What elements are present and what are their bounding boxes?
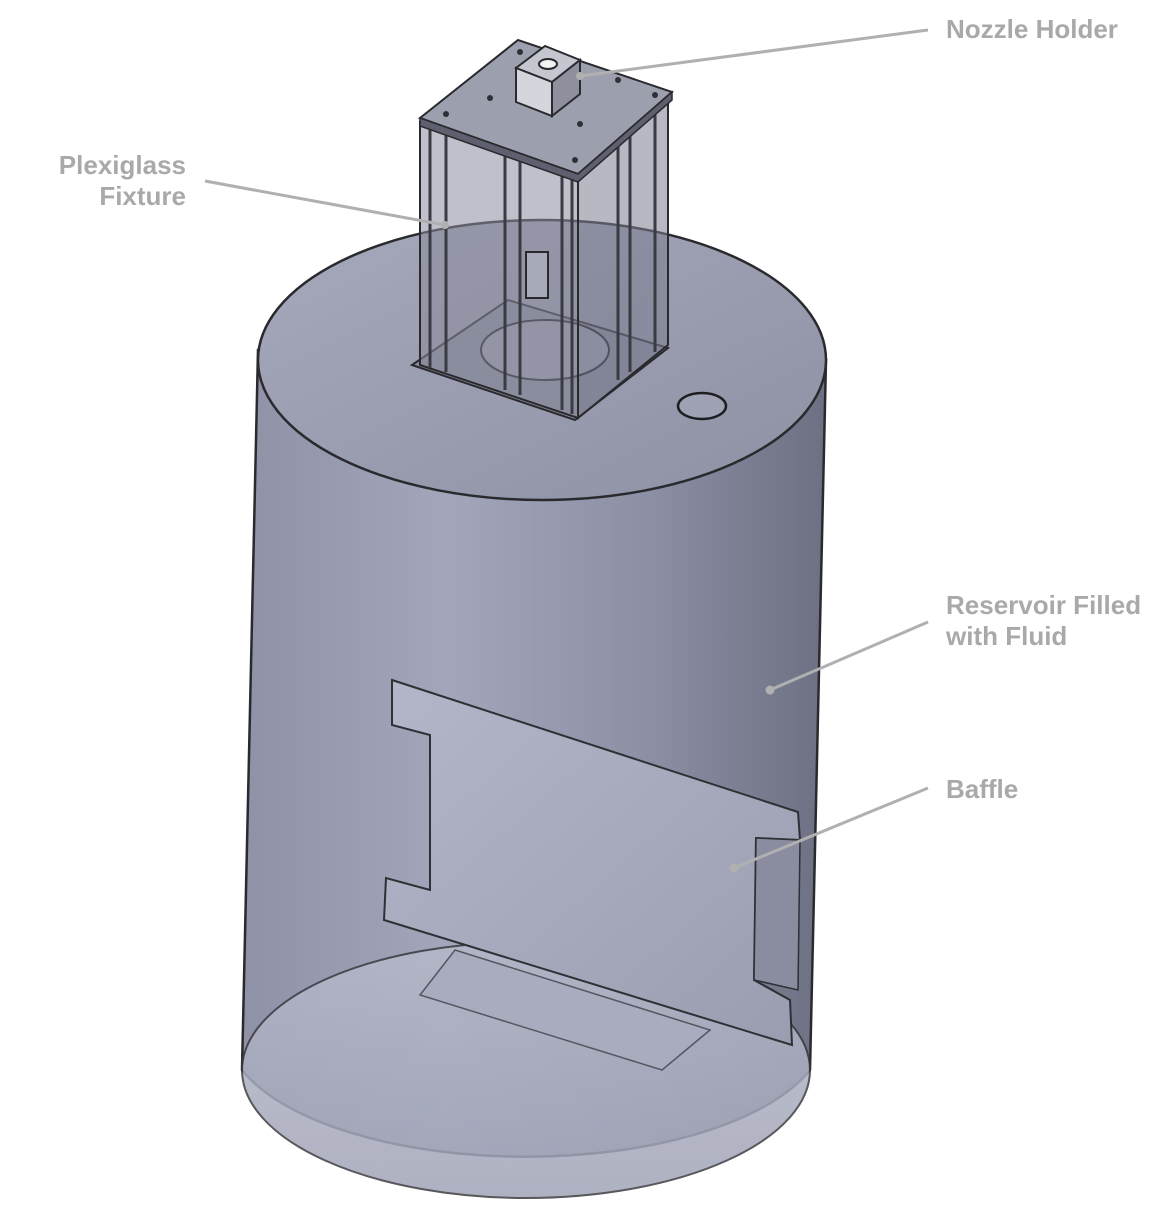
label-baffle: Baffle xyxy=(946,774,1018,805)
leader-dot-nozzle-holder xyxy=(576,72,584,80)
fixture-clamp xyxy=(525,251,549,299)
nozzle-holder xyxy=(513,44,582,119)
leader-lines xyxy=(204,28,929,873)
label-plexiglass-fixture-line-2: Fixture xyxy=(99,181,186,211)
baffle-floor-plate xyxy=(418,949,712,1071)
nozzle-holder-bore xyxy=(538,58,558,70)
fixture-rails xyxy=(428,112,657,414)
fixture-bolts xyxy=(443,49,658,163)
label-nozzle-holder-text: Nozzle Holder xyxy=(946,14,1118,44)
leader-reservoir xyxy=(769,620,929,692)
leader-dot-plexiglass-fixture xyxy=(441,221,449,229)
leader-dot-reservoir xyxy=(765,685,775,695)
label-plexiglass-fixture: Plexiglass Fixture xyxy=(30,150,186,212)
label-reservoir: Reservoir Filled with Fluid xyxy=(946,590,1141,652)
leader-baffle xyxy=(733,786,929,870)
tank-port-hole xyxy=(676,391,728,421)
baffle xyxy=(382,678,802,1071)
fixture-top-plate-edge xyxy=(419,90,673,183)
label-reservoir-line-2: with Fluid xyxy=(946,621,1068,651)
label-plexiglass-fixture-line-1: Plexiglass xyxy=(58,150,186,180)
nozzle-holder-side xyxy=(551,57,581,119)
baffle-notch-edge xyxy=(753,837,801,991)
label-nozzle-holder: Nozzle Holder xyxy=(946,14,1118,45)
leader-nozzle-holder xyxy=(579,28,929,78)
leader-plexiglass-fixture xyxy=(204,179,446,227)
label-baffle-text: Baffle xyxy=(946,774,1019,804)
label-reservoir-line-1: Reservoir Filled xyxy=(946,590,1142,620)
leader-dot-baffle xyxy=(729,863,739,873)
